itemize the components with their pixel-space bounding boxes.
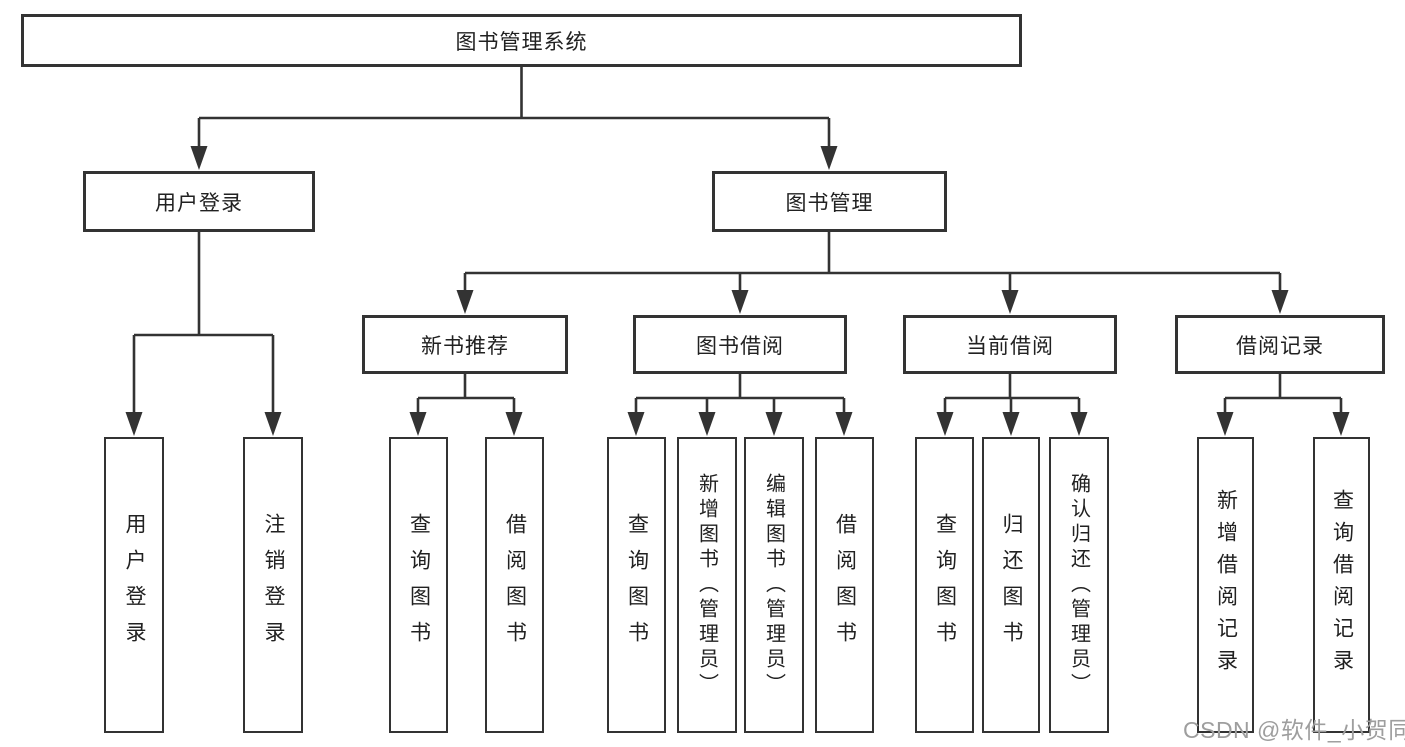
leaf-current-confirm-return-admin: 确认归还（管理员） [1049, 437, 1109, 733]
leaf-logout: 注销登录 [243, 437, 303, 733]
leaf-newrec-borrow-books: 借阅图书 [485, 437, 544, 733]
leaf-records-add-record: 新增借阅记录 [1197, 437, 1254, 733]
leaf-newrec-query-books: 查询图书 [389, 437, 448, 733]
leaf-newrec-query-books-label: 查询图书 [407, 513, 431, 657]
connector-current-borrowing-to-leaves [936, 373, 1088, 436]
connector-book-management-to-level3 [456, 231, 1289, 314]
leaf-borrow-add-books-admin: 新增图书（管理员） [677, 437, 737, 733]
connector-root-to-level2 [190, 66, 838, 170]
node-current-borrowing: 当前借阅 [903, 315, 1117, 374]
leaf-borrow-edit-books-admin-label: 编辑图书（管理员） [762, 472, 785, 698]
leaf-records-add-record-label: 新增借阅记录 [1214, 489, 1238, 681]
leaf-borrow-borrow-books-label: 借阅图书 [833, 513, 857, 657]
leaf-current-return-books: 归还图书 [982, 437, 1040, 733]
leaf-current-query-books: 查询图书 [915, 437, 974, 733]
node-book-borrowing: 图书借阅 [633, 315, 847, 374]
leaf-records-query-record-label: 查询借阅记录 [1330, 489, 1354, 681]
leaf-logout-label: 注销登录 [262, 513, 285, 657]
leaf-borrow-add-books-admin-label: 新增图书（管理员） [695, 472, 718, 698]
node-new-book-recommend: 新书推荐 [362, 315, 568, 374]
connector-book-borrowing-to-leaves [627, 373, 853, 436]
leaf-current-return-books-label: 归还图书 [1000, 513, 1023, 657]
node-root: 图书管理系统 [21, 14, 1022, 67]
leaf-newrec-borrow-books-label: 借阅图书 [503, 513, 527, 657]
csdn-watermark: CSDN @软件_小贺同学 [1183, 717, 1405, 743]
node-new-book-recommend-label: 新书推荐 [421, 334, 509, 358]
connector-new-book-recommend-to-leaves [409, 373, 523, 436]
leaf-borrow-borrow-books: 借阅图书 [815, 437, 874, 733]
node-borrowing-records: 借阅记录 [1175, 315, 1385, 374]
node-root-label: 图书管理系统 [455, 30, 588, 54]
node-user-login: 用户登录 [83, 171, 315, 232]
node-user-login-label: 用户登录 [155, 191, 243, 215]
leaf-current-query-books-label: 查询图书 [933, 513, 957, 657]
connector-borrowing-records-to-leaves [1216, 373, 1350, 436]
leaf-borrow-query-books-label: 查询图书 [625, 513, 649, 657]
leaf-borrow-query-books: 查询图书 [607, 437, 666, 733]
leaf-current-confirm-return-admin-label: 确认归还（管理员） [1067, 472, 1090, 698]
node-borrowing-records-label: 借阅记录 [1236, 334, 1324, 358]
leaf-user-login: 用户登录 [104, 437, 164, 733]
node-book-borrowing-label: 图书借阅 [696, 334, 784, 358]
connector-user-login-to-leaves [125, 231, 282, 436]
node-book-management-label: 图书管理 [785, 191, 874, 215]
leaf-borrow-edit-books-admin: 编辑图书（管理员） [744, 437, 804, 733]
node-book-management: 图书管理 [712, 171, 947, 232]
leaf-user-login-label: 用户登录 [123, 513, 146, 657]
node-current-borrowing-label: 当前借阅 [966, 334, 1054, 358]
leaf-records-query-record: 查询借阅记录 [1313, 437, 1370, 733]
